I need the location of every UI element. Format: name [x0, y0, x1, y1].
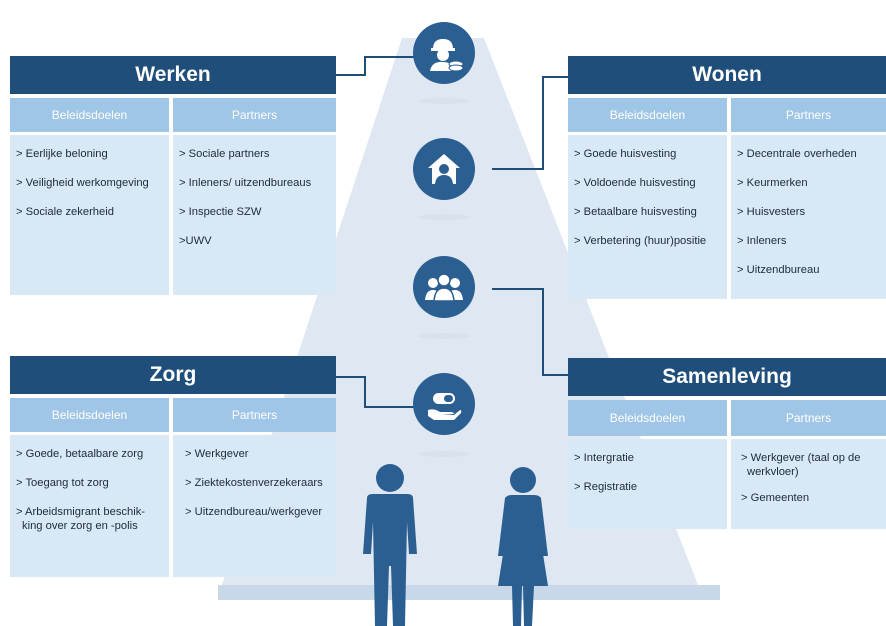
panel-title-samenleving: Samenleving [568, 358, 886, 396]
col-body-partners: > Sociale partners > Inleners/ uitzendbu… [173, 135, 336, 295]
list-item: > Werkgever (taal op de werkvloer) [741, 452, 861, 478]
list-item: > Registratie [574, 481, 638, 493]
col-body-partners: > Werkgever > Ziektekostenverzekeraars >… [173, 435, 336, 577]
shadow [418, 333, 470, 339]
col-body-partners: > Werkgever (taal op de werkvloer) > Gem… [731, 439, 886, 529]
connector-wonen-v [542, 76, 544, 170]
col-header-beleidsdoelen: Beleidsdoelen [568, 400, 727, 436]
house-person-icon [413, 138, 475, 200]
list-item: > Huisvesters [737, 206, 806, 218]
list-item: > Inleners [737, 235, 787, 247]
list-item: > Voldoende huisvesting [574, 177, 696, 189]
list-item: > Arbeidsmigrant beschik-king over zorg … [16, 506, 146, 532]
list-item: > Veiligheid werkomgeving [16, 177, 149, 189]
col-header-beleidsdoelen: Beleidsdoelen [10, 398, 169, 432]
connector-zorg [336, 376, 366, 378]
col-header-partners: Partners [731, 98, 886, 132]
list-item: > Inleners/ uitzendbureaus [179, 177, 312, 189]
list-item: > Goede, betaalbare zorg [16, 448, 144, 460]
list-item: > Goede huisvesting [574, 148, 677, 160]
shadow [418, 98, 470, 104]
col-body-partners: > Decentrale overheden > Keurmerken > Hu… [731, 135, 886, 299]
list-item: > Werkgever [185, 448, 249, 460]
list-item: > Toegang tot zorg [16, 477, 109, 489]
connector-werken [336, 74, 366, 76]
connector-samenleving-bottom [542, 374, 568, 376]
list-item: > Verbetering (huur)positie [574, 235, 707, 247]
col-header-partners: Partners [173, 98, 336, 132]
hand-pill-icon [413, 373, 475, 435]
worker-coins-icon [413, 22, 475, 84]
col-header-beleidsdoelen: Beleidsdoelen [568, 98, 727, 132]
list-item: >UWV [179, 235, 212, 247]
woman-figure-icon [498, 467, 548, 626]
connector-werken-v [364, 56, 366, 76]
connector-samenleving-v [542, 288, 544, 376]
panel-title-zorg: Zorg [10, 356, 336, 394]
list-item: > Inspectie SZW [179, 206, 262, 218]
list-item: > Decentrale overheden [737, 148, 857, 160]
col-body-beleidsdoelen: > Goede, betaalbare zorg > Toegang tot z… [10, 435, 169, 577]
list-item: > Keurmerken [737, 177, 808, 189]
list-item: > Sociale zekerheid [16, 206, 114, 218]
col-header-beleidsdoelen: Beleidsdoelen [10, 98, 169, 132]
list-item: > Eerlijke beloning [16, 148, 108, 160]
panel-title-wonen: Wonen [568, 56, 886, 94]
col-header-partners: Partners [731, 400, 886, 436]
list-item: > Gemeenten [741, 492, 810, 504]
list-item: > Intergratie [574, 452, 635, 464]
col-body-beleidsdoelen: > Intergratie > Registratie [568, 439, 727, 529]
group-people-icon [413, 256, 475, 318]
connector-wonen-h [492, 168, 544, 170]
man-figure-icon [363, 464, 417, 626]
panel-title-werken: Werken [10, 56, 336, 94]
list-item: > Uitzendbureau/werkgever [185, 506, 323, 518]
list-item: > Ziektekostenverzekeraars [185, 477, 323, 489]
col-body-beleidsdoelen: > Eerlijke beloning > Veiligheid werkomg… [10, 135, 169, 295]
col-header-partners: Partners [173, 398, 336, 432]
connector-zorg-v [364, 376, 366, 408]
list-item: > Betaalbare huisvesting [574, 206, 697, 218]
shadow [418, 214, 470, 220]
shadow [418, 451, 470, 457]
connector-zorg-h [364, 406, 420, 408]
connector-wonen-top [542, 76, 568, 78]
connector-samenleving-h [492, 288, 544, 290]
list-item: > Sociale partners [179, 148, 270, 160]
col-body-beleidsdoelen: > Goede huisvesting > Voldoende huisvest… [568, 135, 727, 299]
connector-werken-h [364, 56, 420, 58]
list-item: > Uitzendbureau [737, 264, 820, 276]
